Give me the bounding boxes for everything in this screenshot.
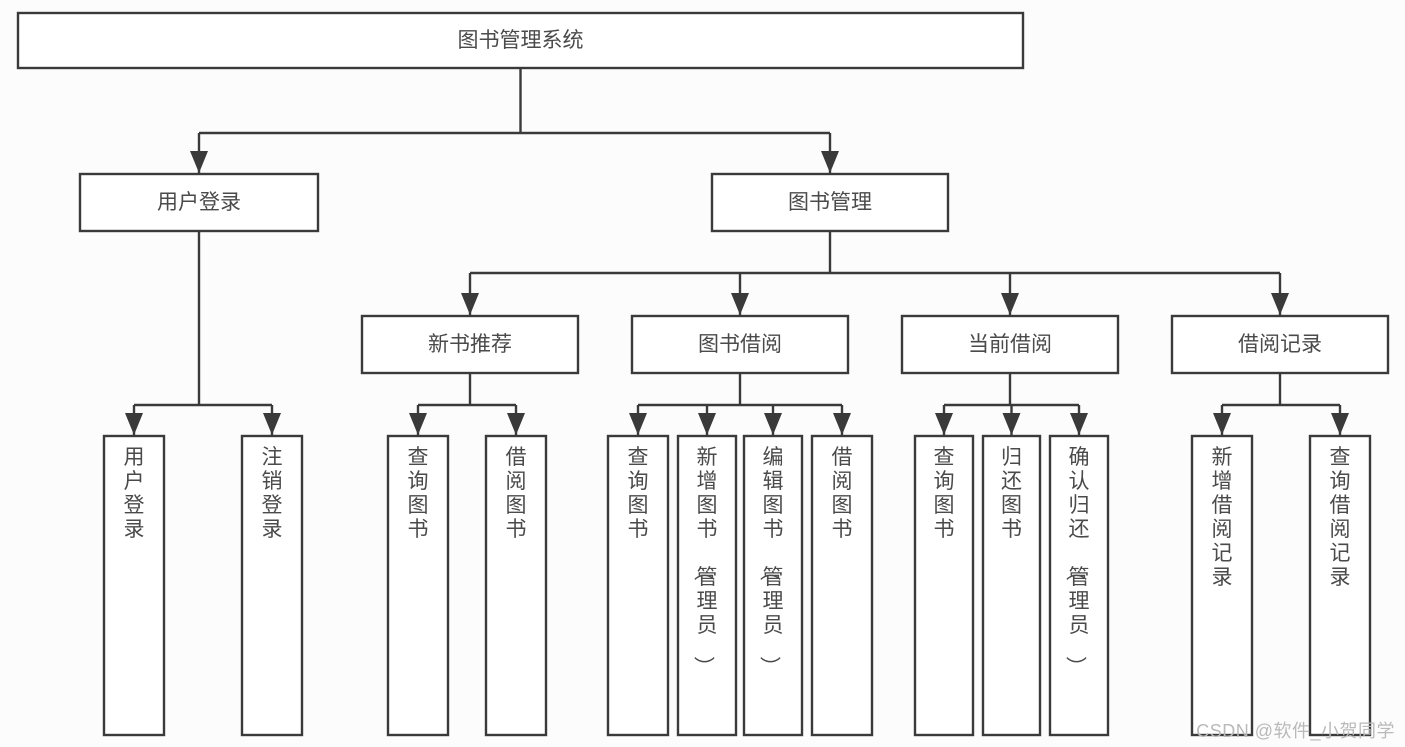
arrow-head-icon — [731, 293, 749, 315]
csdn-watermark: CSDN @软件_小贺同学 — [1196, 721, 1395, 741]
node-new-book-recommend[interactable]: 新书推荐 — [360, 314, 580, 375]
node-leaf-user-logout[interactable]: 注销登录 — [240, 434, 304, 737]
node-leaf-query-book-recommend-label: 查询图书 — [408, 446, 429, 541]
arrow-head-icon — [1002, 413, 1021, 435]
arrow-head-icon — [190, 151, 208, 173]
node-leaf-add-book-label: 新增图书（管理员） — [692, 446, 718, 677]
node-leaf-add-book[interactable]: 新增图书（管理员） — [676, 434, 738, 737]
node-new-book-recommend-box[interactable] — [360, 314, 580, 375]
arrow-head-icon — [833, 413, 851, 435]
node-borrow-record-label: 借阅记录 — [1238, 333, 1322, 356]
arrow-head-icon — [1001, 293, 1019, 315]
node-book-borrow-label: 图书借阅 — [698, 333, 782, 356]
node-new-book-recommend-label: 新书推荐 — [428, 333, 512, 356]
node-leaf-query-book-current[interactable]: 查询图书 — [913, 434, 975, 737]
arrow-head-icon — [821, 151, 839, 173]
node-leaf-query-book-current-label: 查询图书 — [934, 446, 955, 541]
node-leaf-query-book-borrow-label: 查询图书 — [628, 446, 649, 541]
node-leaf-borrow-book-recommend-label: 借阅图书 — [506, 446, 527, 541]
node-borrow-record-box[interactable] — [1170, 314, 1390, 375]
node-leaf-query-book-recommend[interactable]: 查询图书 — [386, 434, 450, 737]
node-leaf-confirm-return-label: 确认归还（管理员） — [1064, 446, 1090, 677]
node-leaf-query-book-borrow-box[interactable] — [606, 434, 670, 737]
node-leaf-edit-book-label: 编辑图书（管理员） — [758, 446, 784, 677]
connector-layer — [125, 68, 1349, 435]
arrow-head-icon — [764, 413, 782, 435]
arrow-head-icon — [1331, 413, 1349, 435]
node-leaf-user-logout-box[interactable] — [240, 434, 304, 737]
arrow-head-icon — [935, 413, 953, 435]
node-leaf-add-book-box[interactable] — [676, 434, 738, 737]
node-leaf-confirm-return[interactable]: 确认归还（管理员） — [1048, 434, 1110, 737]
node-leaf-borrow-book-box[interactable] — [810, 434, 874, 737]
node-user-login-box[interactable] — [78, 172, 320, 233]
node-leaf-confirm-return-box[interactable] — [1048, 434, 1110, 737]
node-leaf-query-book-current-box[interactable] — [913, 434, 975, 737]
node-leaf-return-book[interactable]: 归还图书 — [981, 434, 1042, 737]
node-leaf-query-book-borrow[interactable]: 查询图书 — [606, 434, 670, 737]
node-root-book-management-system-label: 图书管理系统 — [458, 29, 584, 52]
node-layer: 图书管理系统用户登录图书管理新书推荐图书借阅当前借阅借阅记录用户登录注销登录查询… — [16, 11, 1390, 737]
node-book-manage-label: 图书管理 — [788, 191, 872, 214]
node-leaf-edit-book[interactable]: 编辑图书（管理员） — [742, 434, 804, 737]
node-leaf-edit-book-box[interactable] — [742, 434, 804, 737]
node-leaf-query-borrow-record-label: 查询借阅记录 — [1330, 446, 1351, 589]
arrow-head-icon — [507, 413, 525, 435]
node-leaf-add-borrow-record-box[interactable] — [1190, 434, 1254, 737]
node-leaf-query-book-recommend-box[interactable] — [386, 434, 450, 737]
arrow-head-icon — [461, 293, 479, 315]
node-leaf-add-borrow-record-label: 新增借阅记录 — [1212, 446, 1233, 589]
arrow-head-icon — [1213, 413, 1231, 435]
arrow-head-icon — [698, 413, 716, 435]
node-leaf-user-login[interactable]: 用户登录 — [102, 434, 166, 737]
node-leaf-user-logout-label: 注销登录 — [262, 446, 283, 541]
arrow-head-icon — [1070, 413, 1088, 435]
node-leaf-user-login-label: 用户登录 — [124, 446, 145, 541]
arrow-head-icon — [263, 413, 281, 435]
arrow-head-icon — [125, 413, 143, 435]
node-current-borrow-label: 当前借阅 — [968, 333, 1052, 356]
arrow-head-icon — [629, 413, 647, 435]
node-user-login-label: 用户登录 — [157, 191, 241, 214]
node-root-book-management-system-box[interactable] — [16, 11, 1025, 70]
node-user-login[interactable]: 用户登录 — [78, 172, 320, 233]
node-leaf-add-borrow-record[interactable]: 新增借阅记录 — [1190, 434, 1254, 737]
node-leaf-query-borrow-record-box[interactable] — [1308, 434, 1372, 737]
node-leaf-user-login-box[interactable] — [102, 434, 166, 737]
node-book-borrow[interactable]: 图书借阅 — [630, 314, 850, 375]
arrow-head-icon — [1271, 293, 1289, 315]
node-leaf-borrow-book[interactable]: 借阅图书 — [810, 434, 874, 737]
node-borrow-record[interactable]: 借阅记录 — [1170, 314, 1390, 375]
node-book-borrow-box[interactable] — [630, 314, 850, 375]
node-current-borrow-box[interactable] — [900, 314, 1120, 375]
node-leaf-borrow-book-label: 借阅图书 — [832, 446, 853, 541]
node-book-manage[interactable]: 图书管理 — [710, 172, 950, 233]
arrow-head-icon — [409, 413, 427, 435]
node-leaf-borrow-book-recommend-box[interactable] — [484, 434, 548, 737]
node-leaf-query-borrow-record[interactable]: 查询借阅记录 — [1308, 434, 1372, 737]
node-leaf-return-book-box[interactable] — [981, 434, 1042, 737]
node-book-manage-box[interactable] — [710, 172, 950, 233]
node-root-book-management-system[interactable]: 图书管理系统 — [16, 11, 1025, 70]
node-leaf-borrow-book-recommend[interactable]: 借阅图书 — [484, 434, 548, 737]
node-leaf-return-book-label: 归还图书 — [1001, 446, 1022, 541]
node-current-borrow[interactable]: 当前借阅 — [900, 314, 1120, 375]
